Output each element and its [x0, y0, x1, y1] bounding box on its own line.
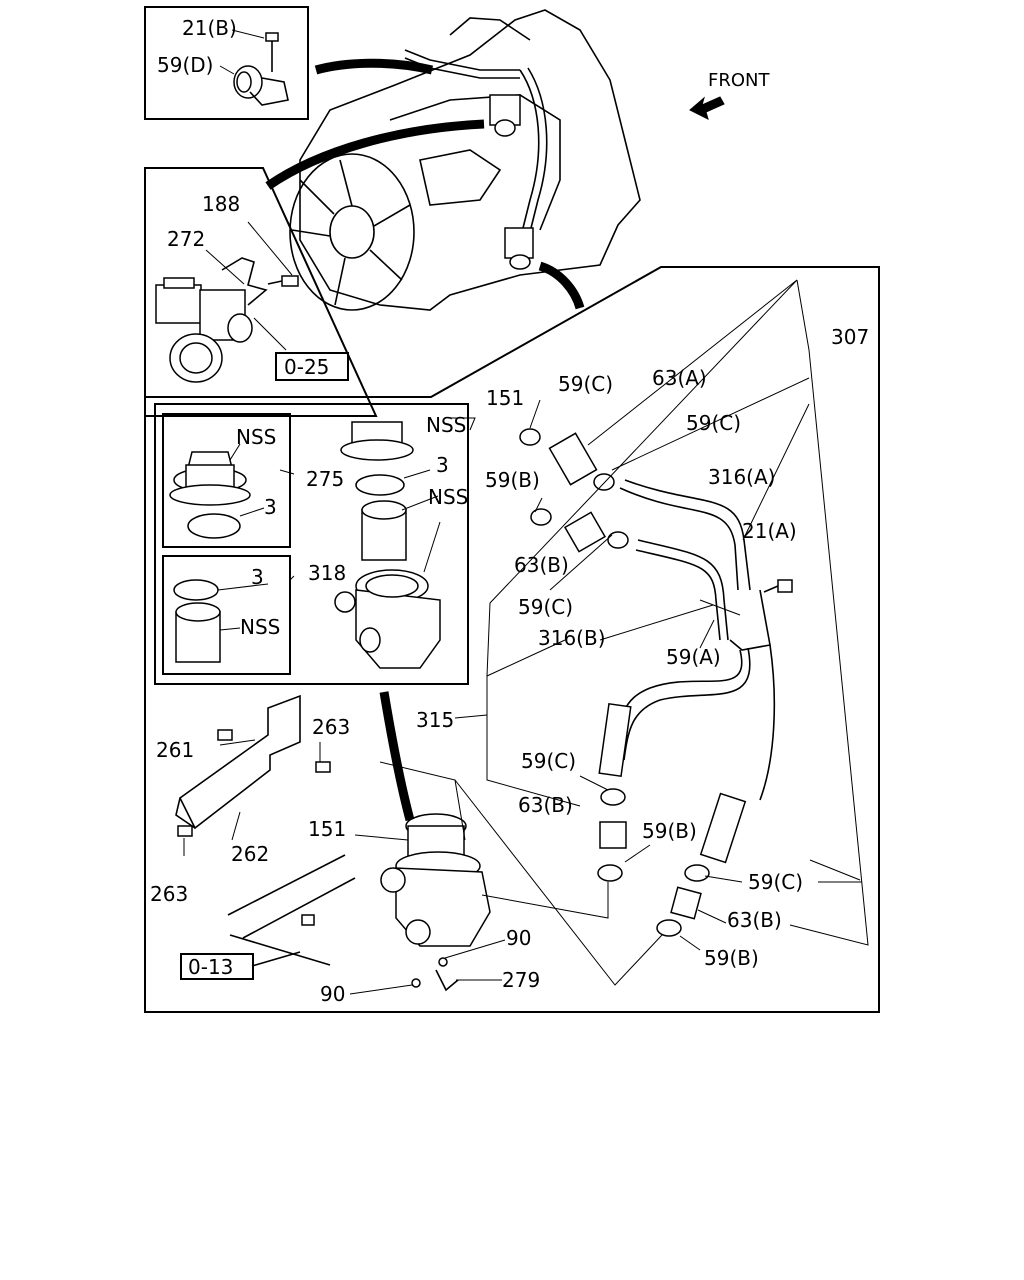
label-59c-1: 59(C): [558, 372, 613, 396]
label-nss-2: NSS: [426, 413, 466, 437]
filter-kit-parts: [169, 421, 441, 669]
label-261: 261: [156, 738, 194, 762]
label-59c-2: 59(C): [686, 411, 741, 435]
main-assembly-box: [144, 266, 880, 1013]
label-ref-0-25: 0-25: [284, 355, 329, 379]
label-59c-5: 59(C): [748, 870, 803, 894]
hose-assembly: [519, 428, 793, 937]
label-59b-1: 59(B): [485, 468, 540, 492]
label-316a: 316(A): [708, 465, 775, 489]
label-315: 315: [416, 708, 454, 732]
inset-egr-valve: [144, 167, 378, 417]
label-272: 272: [167, 227, 205, 251]
label-59b-2: 59(B): [642, 819, 697, 843]
label-63a: 63(A): [652, 366, 707, 390]
label-nss-3: NSS: [428, 485, 468, 509]
pump-assembly-lower: [175, 694, 491, 992]
label-59d: 59(D): [157, 53, 213, 77]
label-90-a: 90: [506, 926, 531, 950]
label-316b: 316(B): [538, 626, 606, 650]
label-59b-3: 59(B): [704, 946, 759, 970]
label-59c-3: 59(C): [518, 595, 573, 619]
label-151-upper: 151: [486, 386, 524, 410]
label-3-c: 3: [251, 565, 264, 589]
label-63b-1: 63(B): [514, 553, 569, 577]
label-ref-0-13: 0-13: [188, 955, 233, 979]
label-21b: 21(B): [182, 16, 237, 40]
callout-arc-1: [314, 58, 434, 75]
label-3-a: 3: [436, 453, 449, 477]
label-nss-1: NSS: [236, 425, 276, 449]
label-nss-4: NSS: [240, 615, 280, 639]
label-59a: 59(A): [666, 645, 721, 669]
leader-lines: [183, 279, 869, 995]
part-labels: 21(B) 59(D) FRONT 188 272 0-25 307 151 5…: [150, 16, 869, 1006]
label-59c-4: 59(C): [521, 749, 576, 773]
label-front: FRONT: [708, 70, 770, 91]
label-262: 262: [231, 842, 269, 866]
inset-bolt-clip: [144, 6, 309, 120]
label-279: 279: [502, 968, 540, 992]
label-263-lower: 263: [150, 882, 188, 906]
engine-drawing: [289, 9, 641, 311]
callout-arc-2: [265, 119, 485, 190]
label-63b-3: 63(B): [727, 908, 782, 932]
front-arrow-icon: [689, 96, 725, 120]
label-21a: 21(A): [742, 519, 797, 543]
callout-arc-4: [379, 691, 415, 822]
label-307: 307: [831, 325, 869, 349]
label-63b-2: 63(B): [518, 793, 573, 817]
callout-arc-3: [538, 261, 585, 310]
label-275: 275: [306, 467, 344, 491]
label-263-upper: 263: [312, 715, 350, 739]
label-151-lower: 151: [308, 817, 346, 841]
label-3-b: 3: [264, 495, 277, 519]
label-318: 318: [308, 561, 346, 585]
label-90-b: 90: [320, 982, 345, 1006]
label-188: 188: [202, 192, 240, 216]
